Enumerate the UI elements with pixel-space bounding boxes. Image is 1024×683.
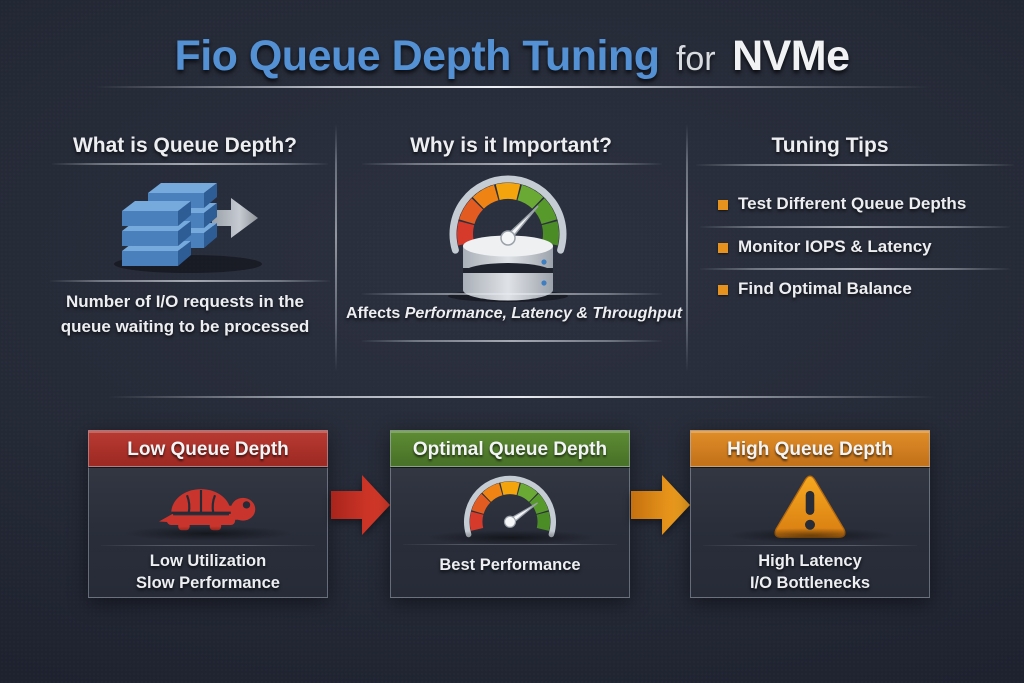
why-caption-divider-top: [362, 293, 662, 295]
card-high-line1: High Latency: [758, 552, 862, 570]
gauge-segments: [469, 481, 551, 531]
card-low-header: Low Queue Depth: [88, 430, 328, 467]
tip-item-2: Monitor IOPS & Latency: [692, 237, 1014, 261]
card-optimal-header: Optimal Queue Depth: [390, 430, 630, 467]
what-caption-divider: [50, 280, 330, 282]
why-caption-emphasis: Performance, Latency & Throughput: [404, 305, 683, 322]
column-divider-2: [686, 124, 688, 372]
card-low-queue-depth: Low Queue Depth: [88, 430, 328, 599]
why-heading-underline: [362, 163, 662, 165]
card-low-line2: Slow Performance: [136, 574, 280, 592]
what-caption-line2: queue waiting to be processed: [60, 317, 310, 336]
why-caption-divider-bottom: [362, 340, 662, 342]
what-heading-underline: [52, 163, 328, 165]
orange-square-bullet-icon: [718, 200, 728, 210]
card-high-icon-shadow: [726, 528, 896, 543]
title-main: Fio Queue Depth Tuning: [174, 32, 660, 80]
tip-label-2: Monitor IOPS & Latency: [738, 237, 932, 256]
warning-exclamation-bar: [805, 490, 815, 515]
gauge-disk-icon: [448, 175, 568, 302]
tips-heading: Tuning Tips: [771, 134, 889, 157]
page-title: Fio Queue Depth Tuning for NVMe: [0, 32, 1024, 81]
card-high-body: High Latency I/O Bottlenecks: [690, 467, 930, 598]
why-caption-lead: Affects: [346, 305, 401, 322]
turtle-eye: [242, 501, 251, 509]
title-suffix: NVMe: [732, 32, 850, 80]
why-caption: Affects Performance, Latency & Throughpu…: [346, 305, 682, 323]
card-low-body: Low Utilization Slow Performance: [88, 467, 328, 598]
card-optimal-queue-depth: Optimal Queue Depth: [390, 430, 630, 599]
tips-heading-underline: [696, 164, 1014, 166]
what-caption-line1: Number of I/O requests in the: [65, 292, 305, 311]
tip-label-1: Test Different Queue Depths: [738, 194, 967, 213]
gauge-needle: [503, 502, 538, 528]
orange-square-bullet-icon: [718, 243, 728, 253]
gauge-ring: [449, 175, 567, 254]
disk-stack: [463, 235, 553, 301]
title-connector: for: [675, 40, 716, 78]
gauge-icon: [464, 475, 556, 538]
gauge-ring: [464, 475, 556, 538]
block-stack-front: [122, 201, 191, 266]
card-optimal-line1: Best Performance: [439, 556, 581, 574]
orange-square-bullet-icon: [718, 285, 728, 295]
card-high-header: High Queue Depth: [690, 430, 930, 467]
turtle-icon: [159, 489, 256, 531]
card-high-line2: I/O Bottlenecks: [749, 574, 871, 592]
card-optimal-icon-shadow: [426, 530, 596, 545]
turtle-head: [230, 497, 256, 521]
what-heading: What is Queue Depth?: [72, 134, 297, 157]
tip-label-3: Find Optimal Balance: [738, 279, 912, 298]
right-arrow-glyph: [212, 198, 258, 238]
tips-divider-2: [700, 268, 1010, 270]
card-low-divider: [101, 545, 315, 546]
card-high-divider: [703, 545, 917, 546]
card-high-queue-depth: High Queue Depth High Latency I/O Bottle…: [690, 430, 930, 599]
title-underline: [95, 86, 930, 88]
turtle-shell-lines: [171, 490, 231, 514]
tip-item-1: Test Different Queue Depths: [692, 194, 1014, 218]
turtle-shell-rim: [166, 515, 236, 525]
card-low-icon-shadow: [124, 526, 294, 541]
tips-divider-1: [700, 226, 1010, 228]
card-optimal-divider: [403, 544, 617, 545]
arrow-low-to-optimal-icon: [331, 475, 390, 535]
gauge-needle: [500, 205, 539, 246]
queue-blocks-arrow-icon: [114, 183, 262, 273]
card-optimal-body: Best Performance: [390, 467, 630, 598]
section-divider: [108, 396, 936, 398]
card-low-line1: Low Utilization: [149, 552, 267, 570]
warning-exclamation-dot: [805, 519, 815, 530]
why-heading: Why is it Important?: [410, 134, 612, 157]
tip-item-3: Find Optimal Balance: [692, 279, 1014, 303]
arrow-optimal-to-high-icon: [631, 475, 690, 535]
column-divider-1: [335, 124, 337, 372]
